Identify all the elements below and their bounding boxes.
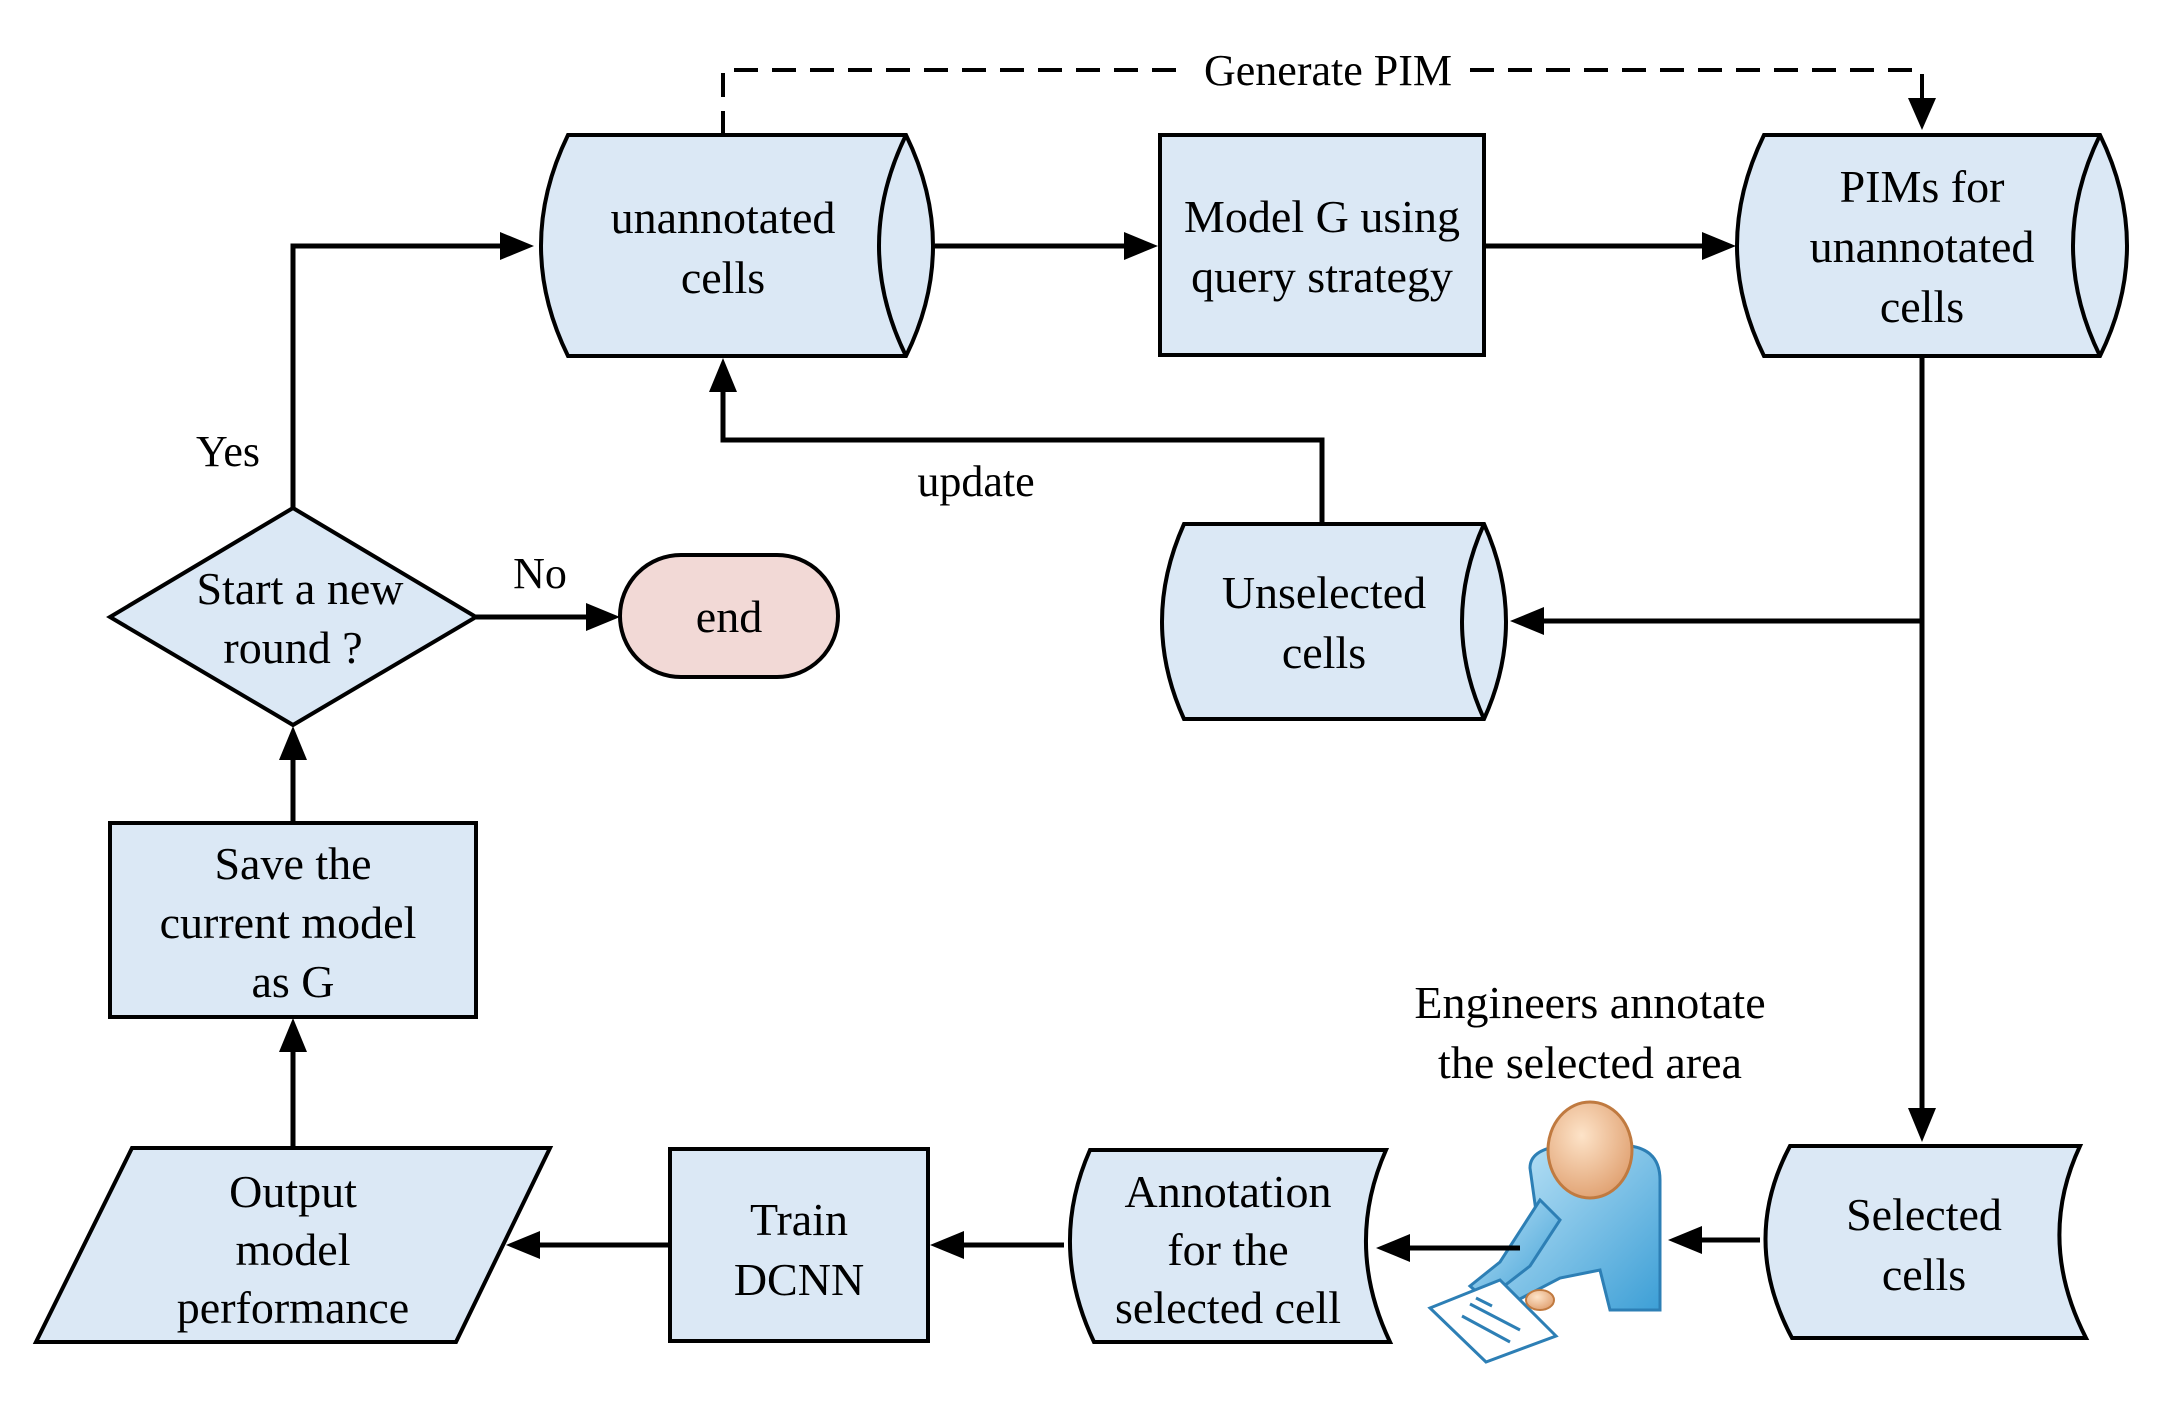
save-label-2: current model — [160, 897, 417, 948]
selected-label-2: cells — [1882, 1249, 1966, 1300]
node-save-model[interactable]: Save the current model as G — [108, 821, 478, 1019]
node-selected-cells[interactable]: Selected cells — [1763, 1144, 2090, 1340]
yes-label: Yes — [196, 427, 260, 476]
edge-save-to-decision — [279, 726, 307, 823]
edge-update: update — [709, 358, 1325, 524]
node-end[interactable]: end — [618, 553, 840, 679]
node-model-g[interactable]: Model G using query strategy — [1158, 133, 1486, 357]
node-unselected-cells[interactable]: Unselected cells — [1160, 522, 1508, 721]
model-g-label-2: query strategy — [1191, 251, 1453, 302]
edge-selected-to-engineer — [1668, 1226, 1760, 1254]
update-label: update — [917, 457, 1034, 506]
unannotated-label-1: unannotated — [611, 192, 836, 243]
output-label-1: Output — [229, 1166, 357, 1217]
edge-unannotated-to-model — [935, 232, 1158, 260]
save-label-1: Save the — [214, 838, 371, 889]
node-unannotated-cells[interactable]: unannotated cells — [539, 133, 935, 358]
engineers-caption-1: Engineers annotate — [1414, 977, 1765, 1028]
output-label-3: performance — [177, 1282, 409, 1333]
no-label: No — [513, 549, 567, 598]
save-label-3: as G — [251, 956, 334, 1007]
person-with-document-icon — [1427, 1100, 1662, 1364]
pims-label-3: cells — [1880, 281, 1964, 332]
edge-decision-no: No — [476, 549, 620, 631]
edge-output-to-save — [279, 1018, 307, 1148]
engineers-caption-2: the selected area — [1438, 1037, 1742, 1088]
node-train-dcnn[interactable]: Train DCNN — [668, 1147, 930, 1343]
end-label: end — [696, 591, 762, 642]
pims-label-2: unannotated — [1810, 221, 2035, 272]
edge-generate-pim: Generate PIM — [721, 46, 1936, 135]
output-label-2: model — [236, 1224, 351, 1275]
train-label-2: DCNN — [734, 1254, 864, 1305]
unannotated-label-2: cells — [681, 252, 765, 303]
decision-label-2: round ? — [223, 622, 362, 673]
edge-train-to-output — [506, 1231, 670, 1259]
train-label-1: Train — [750, 1194, 848, 1245]
node-pims[interactable]: PIMs for unannotated cells — [1735, 133, 2129, 358]
edge-decision-yes: Yes — [196, 232, 534, 508]
edge-engineer-to-annotation — [1376, 1234, 1520, 1262]
unselected-label-2: cells — [1282, 627, 1366, 678]
pims-label-1: PIMs for — [1840, 161, 2005, 212]
edge-annotation-to-train — [930, 1231, 1064, 1259]
selected-label-1: Selected — [1846, 1189, 2002, 1240]
edge-model-to-pims — [1484, 232, 1736, 260]
model-g-label-1: Model G using — [1184, 191, 1460, 242]
annotation-label-3: selected cell — [1115, 1282, 1341, 1333]
node-decision[interactable]: Start a new round ? — [106, 505, 480, 728]
edge-pims-to-selected — [1908, 356, 1936, 1142]
edge-pims-to-unselected — [1510, 607, 1922, 635]
node-output[interactable]: Output model performance — [32, 1146, 554, 1344]
decision-label-1: Start a new — [197, 563, 405, 614]
generate-pim-label: Generate PIM — [1204, 46, 1452, 95]
unselected-label-1: Unselected — [1222, 567, 1426, 618]
node-annotation[interactable]: Annotation for the selected cell — [1067, 1148, 1394, 1344]
annotation-label-2: for the — [1167, 1224, 1288, 1275]
annotation-label-1: Annotation — [1125, 1166, 1332, 1217]
